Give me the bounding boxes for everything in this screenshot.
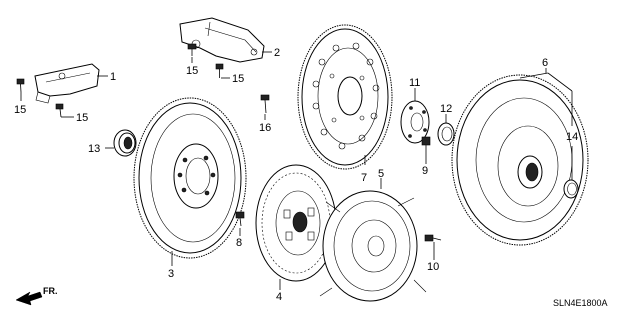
- callout-13: 13: [88, 143, 100, 155]
- callout-3: 3: [168, 268, 174, 280]
- bolt-part-9[interactable]: [421, 136, 431, 146]
- bolt-part-15-left[interactable]: [16, 78, 25, 93]
- front-direction-label: FR.: [43, 286, 58, 296]
- front-direction-arrow: FR.: [15, 286, 58, 306]
- bearing-part-13[interactable]: [113, 129, 137, 157]
- callout-1: 1: [110, 71, 116, 83]
- callout-9: 9: [422, 165, 428, 177]
- callout-8: 8: [236, 237, 242, 249]
- seal-part-12[interactable]: [437, 122, 455, 146]
- cover-bracket-part-1[interactable]: [34, 63, 100, 104]
- plate-part-11[interactable]: [400, 100, 430, 144]
- callout-5: 5: [378, 168, 384, 180]
- callout-10: 10: [427, 261, 439, 273]
- bolt-part-15-top-left[interactable]: [187, 43, 197, 56]
- callout-15-top-left: 15: [186, 65, 198, 77]
- callout-16: 16: [259, 122, 271, 134]
- callout-12: 12: [440, 103, 452, 115]
- o-ring-part-14[interactable]: [563, 179, 579, 199]
- callout-6: 6: [542, 57, 548, 69]
- flywheel-part-3[interactable]: [133, 97, 247, 259]
- callout-14: 14: [566, 131, 578, 143]
- bolt-part-16[interactable]: [260, 94, 270, 114]
- clutch-disc-part-4[interactable]: [255, 164, 337, 282]
- bolt-part-15-top-right[interactable]: [215, 63, 224, 78]
- pressure-plate-part-5[interactable]: [319, 190, 427, 302]
- leader-lines: [20, 51, 573, 290]
- callout-11: 11: [409, 77, 420, 89]
- bolt-part-10[interactable]: [424, 234, 442, 242]
- callout-15-top-right: 15: [232, 73, 244, 85]
- callout-15-left: 15: [14, 104, 26, 116]
- cover-plate-part-2[interactable]: [179, 17, 265, 63]
- torque-converter-part-6[interactable]: [451, 74, 589, 246]
- callout-4: 4: [276, 291, 282, 303]
- callout-7: 7: [361, 172, 367, 184]
- drive-plate-part-7[interactable]: [297, 24, 393, 170]
- diagram-code: SLN4E1800A: [553, 298, 608, 308]
- bolt-part-15-lower[interactable]: [55, 103, 64, 118]
- bolt-part-8[interactable]: [235, 211, 245, 227]
- callout-2: 2: [274, 47, 280, 59]
- callout-15-lower: 15: [76, 112, 88, 124]
